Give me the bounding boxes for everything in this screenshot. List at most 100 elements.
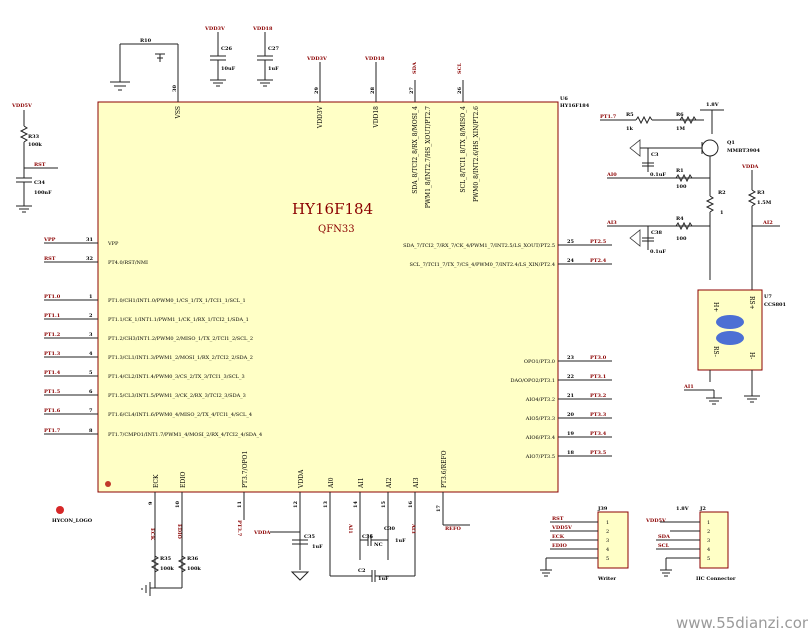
ground-icon	[744, 395, 760, 403]
resistor-icon	[150, 555, 160, 573]
pin-num: 25	[567, 239, 574, 245]
pin-num: 4	[89, 351, 93, 357]
c26-value: 10uF	[221, 66, 236, 72]
pin-num: 10	[175, 501, 181, 508]
top-pins: 30 VSS 29 VDD3V VDD3V 28 VDD18 VDD18 27 …	[172, 44, 480, 208]
pin-num: 24	[567, 258, 574, 264]
pin-num: 11	[237, 501, 243, 508]
c27-label: C27	[268, 46, 279, 52]
pin-label: PT1.6/CL4/INT1.6/PWM0_4/MISO_2/TX_4/TCI1…	[108, 412, 252, 418]
net-edio-bottom: EDIO	[176, 524, 182, 539]
sensor-body	[697, 289, 763, 371]
c34-label: C34	[34, 180, 45, 186]
pin-num: 9	[148, 501, 154, 505]
pin-label: VDD18	[373, 106, 380, 129]
r5-value: 1k	[626, 126, 633, 132]
pin-num: 20	[567, 412, 574, 418]
c38-value: 0.1uF	[650, 249, 666, 255]
pin-label: PT1.5/CL3/INT1.5/PWM1_3/CK_2/RX_3/TCI2_3…	[108, 393, 246, 399]
iic-ref: J2	[699, 506, 706, 512]
resistor-icon	[747, 189, 757, 207]
net-pt1-2: PT1.2	[44, 332, 61, 338]
pin-label: AIO5/PT3.3	[525, 416, 555, 422]
writer-pin-num: 2	[606, 529, 609, 535]
net-pt2-4: PT2.4	[590, 258, 607, 264]
chip-ref: U6	[560, 96, 568, 102]
ground-icon	[660, 569, 672, 577]
net-eck-bottom: ECK	[149, 528, 155, 541]
iic-pin-net: SCL	[658, 543, 670, 549]
vss-decoupling: R10 VDD3V C26 10uF VDD18 C27 1uF	[110, 26, 279, 91]
pin-num: 22	[567, 374, 574, 380]
c2-value: 1uF	[378, 576, 389, 582]
pin-label: PT1.4/CL2/INT1.4/PWM0_3/CS_2/TX_3/TCI1_3…	[108, 374, 245, 380]
pin-num: 12	[293, 501, 299, 508]
net-pt1-1: PT1.1	[44, 313, 60, 319]
pin-label: PT1.7/CMPO1/INT1.7/PWM1_4/MOSI_2/RX_4/TC…	[108, 432, 262, 438]
pin-label: EDIO	[180, 471, 187, 488]
pin-num: 28	[370, 87, 376, 94]
pin-num: 6	[89, 389, 93, 395]
pin-label: VDD3V	[317, 105, 324, 129]
ground-icon	[110, 81, 130, 91]
net-pt3-3: PT3.3	[590, 412, 607, 418]
resistor-icon	[675, 173, 693, 183]
net-vdd3v-c26: VDD3V	[204, 26, 225, 32]
c35-value: 1uF	[312, 544, 323, 550]
net-refo: REFO	[445, 526, 462, 532]
left-pins: VPP 31 VPP RST 32 PT4.0/RST/NMI PT1.0 1 …	[43, 237, 262, 438]
writer-pin-net: ECK	[552, 534, 565, 540]
r35-label: R35	[160, 556, 172, 562]
pin-num: 21	[567, 393, 574, 399]
pin-num: 27	[409, 87, 415, 94]
r5-label: R5	[626, 112, 634, 118]
pin-num: 17	[436, 505, 442, 512]
pin-label: AI1	[358, 477, 365, 489]
pin-label: SCL_8/TCI1_8/TX_8/MISO_4	[460, 106, 467, 193]
pin-num: 8	[89, 428, 93, 434]
r35-value: 100k	[160, 566, 174, 572]
chip-logo-mark	[105, 481, 111, 487]
chip-package: QFN33	[318, 224, 355, 235]
r3-value: 1.5M	[757, 200, 772, 206]
reset-circuit: VDD5V R33 100k RST C34 100nF	[11, 103, 58, 213]
writer-title: Writer	[597, 576, 616, 582]
pin-label: SCL_7/TCI1_7/TX_7/CS_4/PWM0_7/INT2.4/LS_…	[410, 262, 555, 268]
net-pt1-7-right: PT1.7	[600, 114, 617, 120]
writer-ref: J39	[597, 506, 608, 512]
sensor-pin-rsplus: RS+	[748, 296, 755, 310]
net-pt3-4: PT3.4	[590, 431, 607, 437]
pin-label: AIO7/PT3.5	[525, 454, 555, 460]
pin-label: AIO4/PT3.2	[525, 397, 555, 403]
ground-flag-icon	[629, 229, 641, 247]
net-rst-left: RST	[34, 162, 46, 168]
iic-title: IIC Connector	[696, 576, 736, 582]
pin-num: 19	[567, 431, 574, 437]
writer-pin-net: EDIO	[552, 543, 567, 549]
r4-label: R4	[676, 216, 684, 222]
writer-pin-num: 4	[606, 547, 609, 553]
net-rst: RST	[44, 256, 56, 262]
pin-label: SDA_8/TCI2_8/RX_8/MOSI_4	[412, 106, 419, 194]
c2-label: C2	[358, 568, 366, 574]
vdda-decoupling: VDDA C35 1uF	[253, 520, 323, 581]
r4-value: 100	[676, 236, 687, 242]
c35-label: C35	[304, 534, 315, 540]
net-pt1-3: PT1.3	[44, 351, 61, 357]
net-vdda-right: VDDA	[741, 164, 759, 170]
net-pt1-5: PT1.5	[44, 389, 61, 395]
pin-num: 5	[89, 370, 93, 376]
r6-label: R6	[676, 112, 684, 118]
pin-label: OPO1/PT3.0	[524, 359, 555, 365]
net-pt3-7-bottom: PT3.7	[236, 520, 242, 537]
transistor-icon	[701, 139, 719, 157]
writer-pin-net: RST	[552, 516, 564, 522]
pin-num: 7	[89, 408, 93, 414]
right-pins: SDA_7/TCI2_7/RX_7/CK_4/PWM1_7/INT2.5/LS_…	[403, 239, 612, 460]
resistor-icon	[675, 221, 693, 231]
iic-pin-num: 5	[707, 556, 710, 562]
c26-label: C26	[221, 46, 232, 52]
net-ai1-bottom: AI1	[347, 523, 353, 534]
pin-num: 15	[381, 501, 387, 508]
